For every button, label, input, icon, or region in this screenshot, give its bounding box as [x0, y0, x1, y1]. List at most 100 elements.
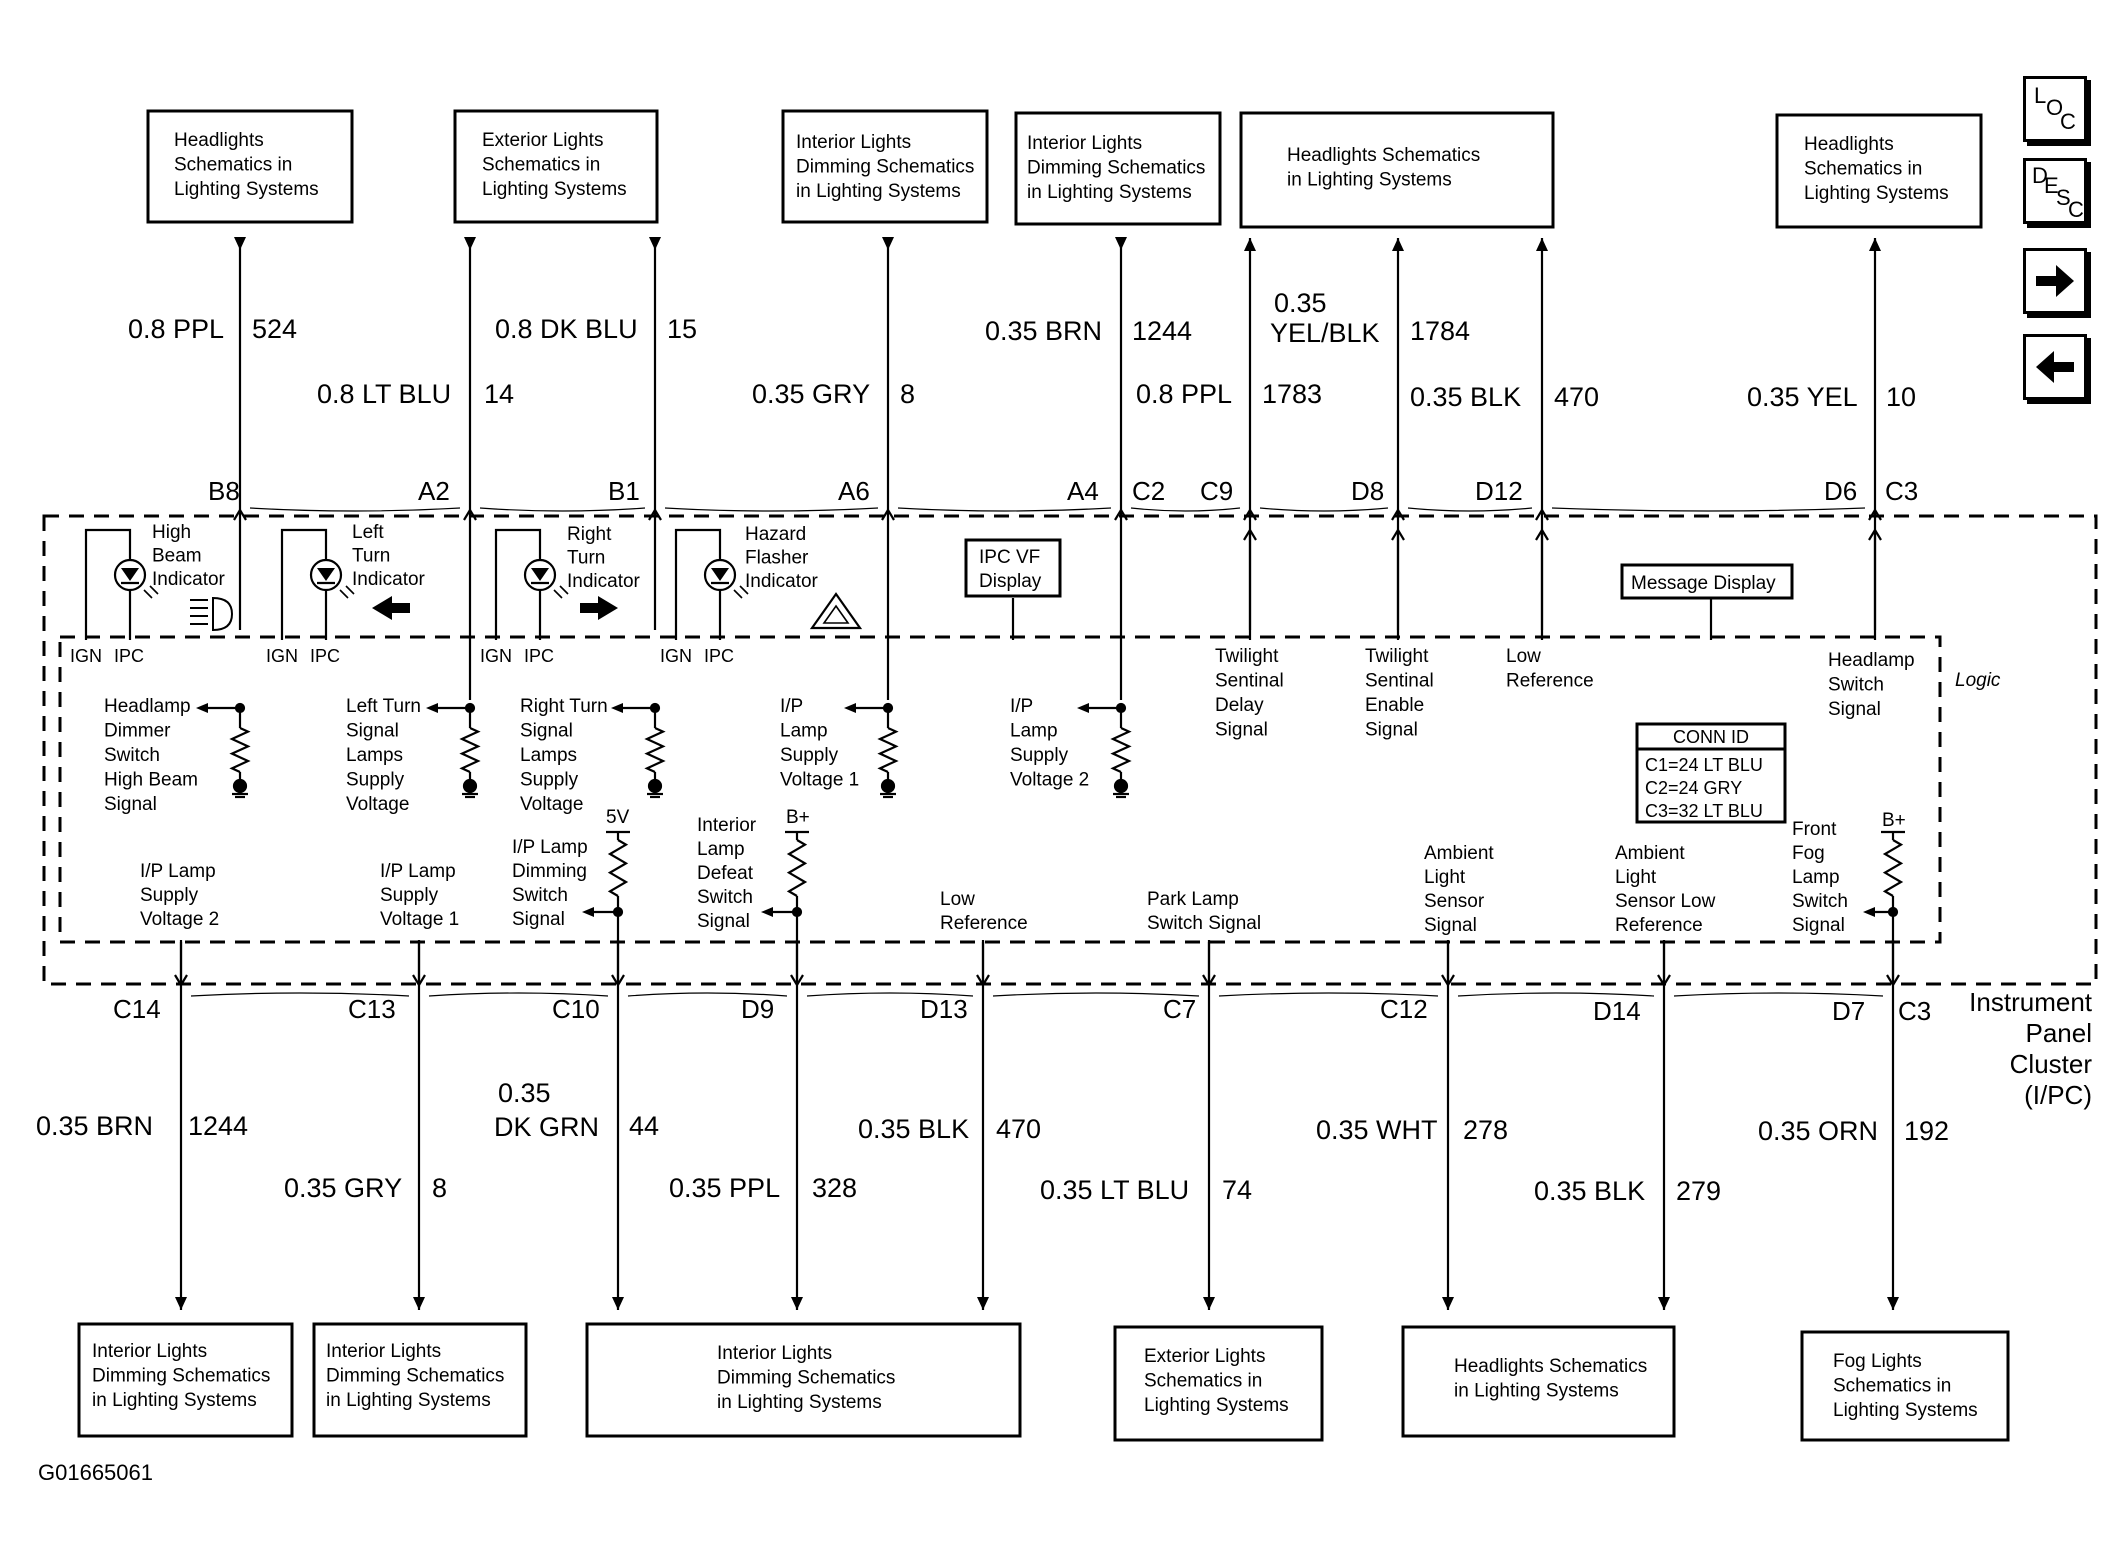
inner-signal-label: Signal — [1828, 699, 1881, 720]
circuit-number-label: 8 — [900, 379, 915, 409]
inner-signal-label: Dimmer — [104, 721, 171, 742]
wire-color-label: 0.35 BRN — [985, 316, 1102, 346]
connector-body-line — [897, 507, 1112, 512]
wire-out-arrow-icon — [1392, 238, 1404, 251]
top-box-text: Schematics in — [174, 155, 292, 176]
top-box-text: Headlights — [1804, 134, 1894, 155]
desc-button[interactable]: D E S C — [2023, 158, 2087, 224]
led-diode-icon — [121, 568, 139, 581]
inner-signal-label: I/P — [1010, 696, 1033, 717]
supply-voltage-label: B+ — [1882, 810, 1906, 831]
wire-color-label: 0.35 YEL — [1747, 382, 1858, 412]
top-reference-box — [146, 109, 354, 224]
wire-color-label: 0.8 PPL — [1136, 379, 1232, 409]
connector-body-line — [1218, 992, 1439, 997]
ipc-label: IPC — [114, 646, 144, 666]
top-box-text: Lighting Systems — [174, 179, 319, 200]
light-ray-icon — [143, 585, 159, 599]
hazard-triangle-inner — [822, 604, 850, 624]
lower-signal-label: Ambient — [1615, 843, 1685, 864]
inner-signal-label: Supply — [780, 745, 839, 766]
inner-signal-label: High Beam — [104, 770, 198, 791]
top-box-text: Lighting Systems — [482, 179, 627, 200]
bottom-box-text: Fog Lights — [1833, 1351, 1922, 1372]
loc-button[interactable]: L O C — [2023, 76, 2087, 142]
inner-signal-label: Switch — [1828, 675, 1884, 696]
connector-pin-label: A4 — [1067, 476, 1099, 506]
message-display-box — [1620, 563, 1794, 600]
lower-signal-label: Lamp — [1792, 867, 1840, 888]
signal-arrow-up-icon — [1391, 527, 1405, 541]
wire-in-arrow-icon — [882, 237, 894, 250]
connector-pin-label: D6 — [1824, 476, 1857, 506]
resistor-icon — [644, 727, 666, 773]
indicator-label: Beam — [152, 546, 202, 567]
inner-signal-label: Low — [1506, 646, 1541, 667]
bottom-box-text: Headlights Schematics — [1454, 1356, 1647, 1377]
high-beam-symbol-icon — [212, 596, 234, 632]
bottom-reference-box — [1113, 1325, 1324, 1442]
arrow-left-icon — [2036, 351, 2074, 383]
ground-icon — [232, 778, 248, 794]
lower-signal-label: Voltage 2 — [140, 909, 219, 930]
lower-signal-label: Sensor Low — [1615, 891, 1716, 912]
inner-signal-label: Enable — [1365, 695, 1424, 716]
wire-out-arrow-icon — [413, 1297, 425, 1310]
arrow-right-icon — [2036, 265, 2074, 297]
top-reference-box — [1775, 113, 1983, 229]
circuit-number-label: 10 — [1886, 382, 1916, 412]
lower-signal-label: Dimming — [512, 861, 587, 882]
inner-signal-label: Lamp — [780, 721, 828, 742]
desc-letter-e: E — [2044, 173, 2059, 198]
connector-pin-label: C14 — [113, 994, 161, 1024]
wire-out-arrow-icon — [1658, 1297, 1670, 1310]
top-box-text: Dimming Schematics — [796, 157, 974, 178]
connector-pin-label: A2 — [418, 476, 450, 506]
inner-signal-label: Supply — [520, 770, 579, 791]
resistor-icon — [1110, 727, 1132, 773]
resistor-icon — [1882, 839, 1904, 897]
bottom-reference-box — [585, 1322, 1022, 1438]
figure-id-label: G01665061 — [38, 1460, 153, 1485]
lower-signal-label: Switch Signal — [1147, 913, 1261, 934]
lower-signal-label: I/P Lamp — [380, 861, 456, 882]
connector-pin-label: D13 — [920, 994, 968, 1024]
indicator-wiring — [280, 528, 328, 640]
ipc-label: IPC — [704, 646, 734, 666]
connector-body-line — [1259, 507, 1389, 512]
circuit-number-label: 470 — [1554, 382, 1599, 412]
wire-out-arrow-icon — [977, 1297, 989, 1310]
inner-signal-label: Voltage 1 — [780, 770, 859, 791]
lower-signal-label: Interior — [697, 815, 757, 836]
connector-pin-icon — [881, 507, 895, 521]
wire-color-label: 0.35 BLK — [1534, 1176, 1645, 1206]
wire-out-arrow-icon — [1869, 238, 1881, 251]
top-reference-box — [781, 109, 989, 224]
wire-out-arrow-icon — [1244, 238, 1256, 251]
connector-body-line — [1130, 507, 1241, 512]
previous-page-button[interactable] — [2023, 334, 2087, 400]
bottom-box-text: Schematics in — [1144, 1371, 1262, 1392]
bottom-reference-box — [1401, 1325, 1676, 1438]
inner-signal-label: Twilight — [1215, 646, 1279, 667]
bottom-box-text: Dimming Schematics — [326, 1366, 504, 1387]
resistor-icon — [607, 839, 629, 897]
conn-id-table — [1635, 722, 1787, 824]
circuit-number-label: 44 — [629, 1111, 659, 1141]
indicator-label: Indicator — [352, 569, 426, 590]
connector-body-line — [1551, 507, 1866, 512]
circuit-number-label: 470 — [996, 1114, 1041, 1144]
next-page-button[interactable] — [2023, 248, 2087, 314]
resistor-icon — [459, 727, 481, 773]
inner-signal-label: Sentinal — [1215, 671, 1284, 692]
wire-in-arrow-icon — [234, 237, 246, 250]
bottom-box-text: in Lighting Systems — [326, 1390, 491, 1411]
indicator-label: Right — [567, 524, 612, 545]
lower-signal-label: Ambient — [1424, 843, 1494, 864]
signal-arrow-up-icon — [1535, 527, 1549, 541]
connector-pin-label: D14 — [1593, 996, 1641, 1026]
signal-arrow-icon — [426, 703, 438, 713]
bottom-box-text: Schematics in — [1833, 1376, 1951, 1397]
connector-pin-label: D7 — [1832, 996, 1865, 1026]
inner-signal-label: Lamps — [346, 745, 403, 766]
